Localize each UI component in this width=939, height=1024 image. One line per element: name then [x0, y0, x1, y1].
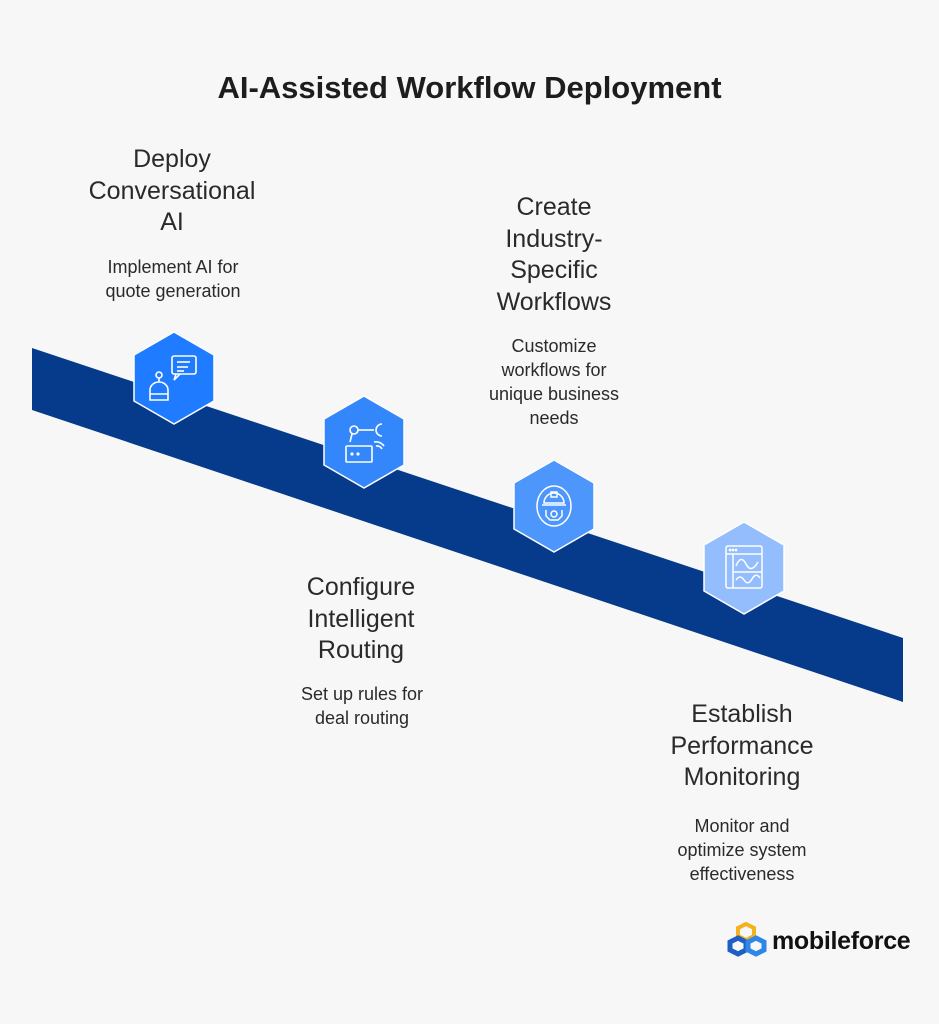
timeline-band — [32, 348, 903, 702]
step-3-title: Create Industry- Specific Workflows — [496, 193, 612, 316]
hexagon-step-1 — [133, 331, 215, 425]
step-2-title: Configure Intelligent Routing — [306, 573, 416, 664]
step-1-description: Implement AI for quote generation — [105, 257, 241, 301]
dashboard-chart-icon — [725, 545, 763, 589]
page-title: AI-Assisted Workflow Deployment — [217, 70, 722, 105]
step-4-description: Monitor and optimize system effectivenes… — [677, 816, 807, 884]
step-1-title: Deploy Conversational AI — [88, 145, 256, 236]
hexagon-step-2 — [323, 395, 405, 489]
hardhat-gear-icon — [536, 485, 572, 527]
hexagon-step-4 — [703, 521, 785, 615]
step-2-description: Set up rules for deal routing — [300, 684, 424, 728]
mobileforce-logo-icon — [727, 922, 767, 957]
robot-chat-icon — [149, 355, 197, 401]
mobileforce-logo: mobileforce — [726, 922, 911, 960]
logo-text: mobileforce — [772, 926, 911, 955]
step-3-description: Customize workflows for unique business … — [488, 336, 620, 428]
hexagon-step-3 — [513, 459, 595, 553]
step-4-title: Establish Performance Monitoring — [670, 700, 814, 791]
robotic-arm-icon — [345, 423, 385, 463]
